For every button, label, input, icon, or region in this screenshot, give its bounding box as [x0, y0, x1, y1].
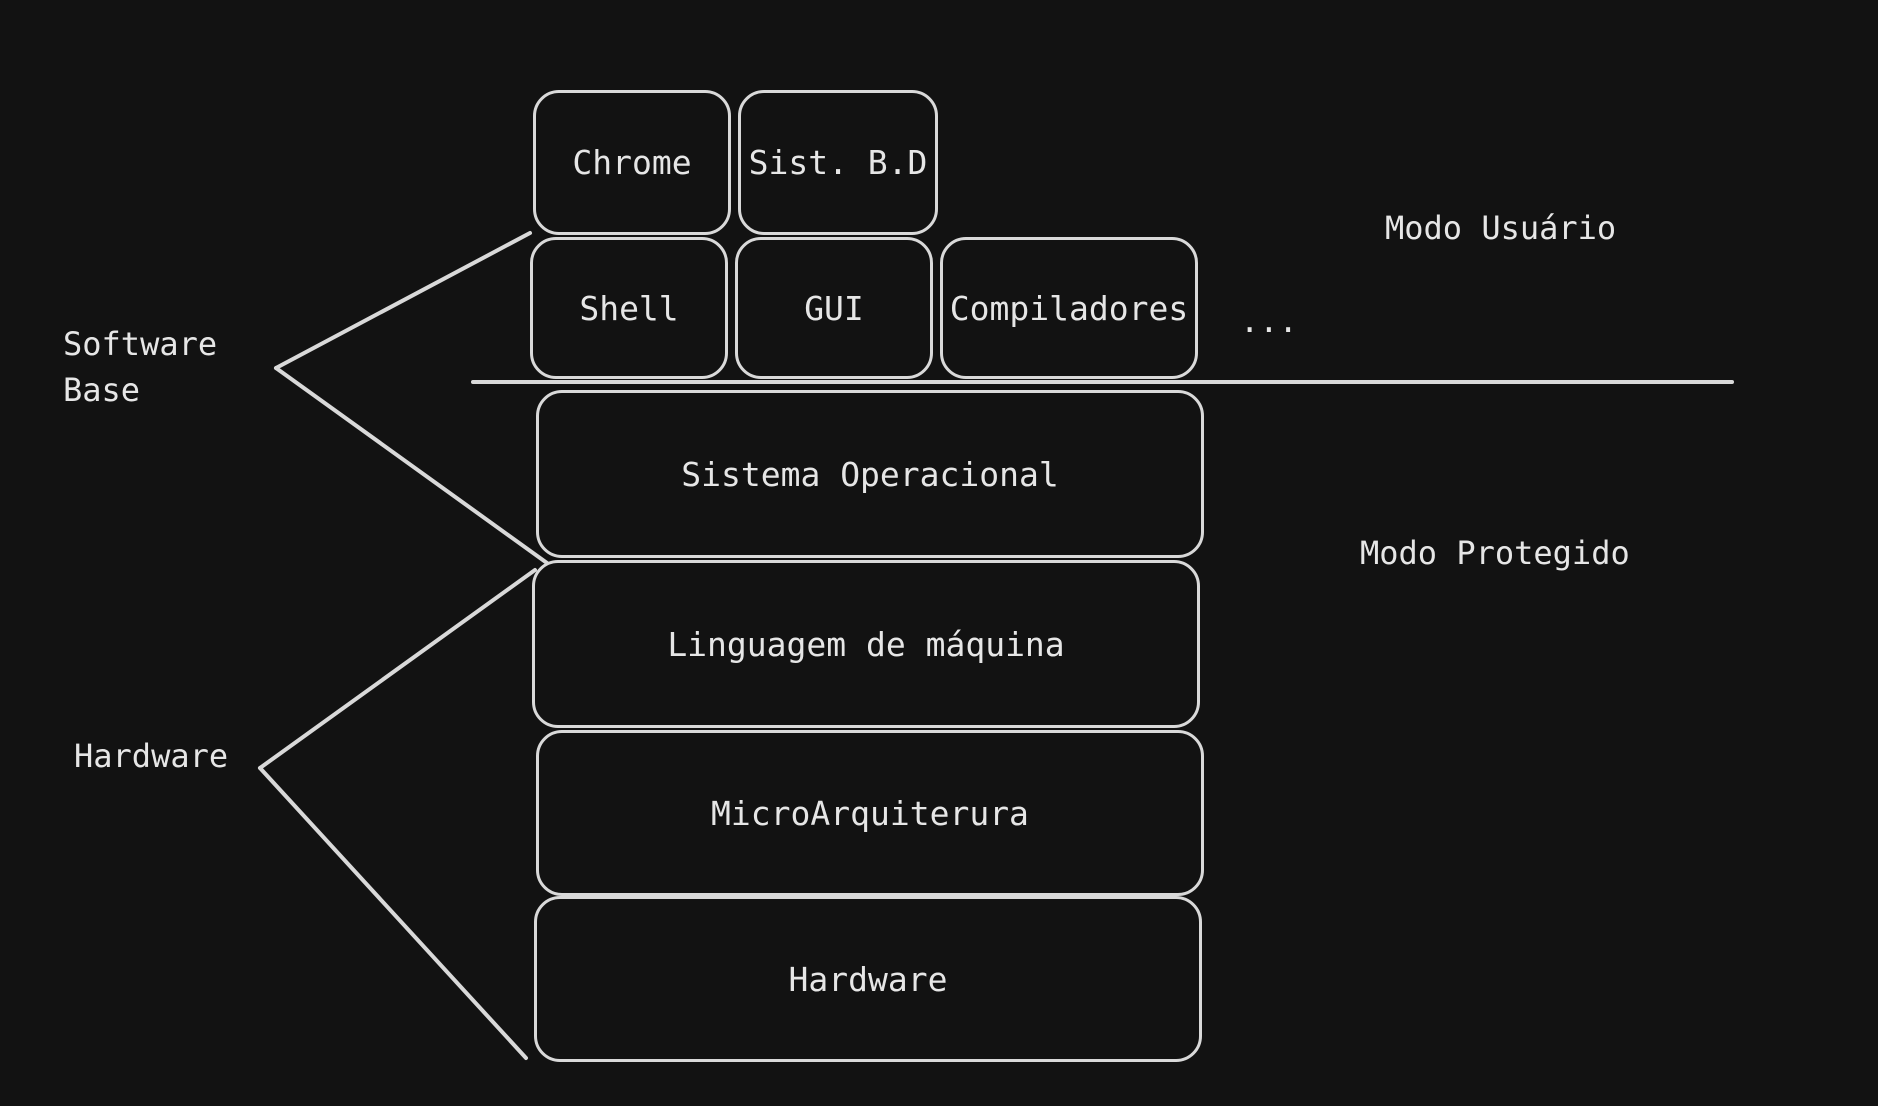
hardware-bracket-lower — [258, 766, 528, 1060]
user-mode-label: Modo Usuário — [1385, 209, 1617, 247]
microarchitecture-label: MicroArquiterura — [711, 793, 1029, 833]
shell-box: Shell — [530, 237, 728, 379]
operating-system-box: Sistema Operacional — [536, 390, 1204, 558]
chrome-box: Chrome — [533, 90, 731, 235]
hardware-box-label: Hardware — [788, 959, 948, 999]
microarchitecture-box: MicroArquiterura — [536, 730, 1204, 896]
operating-system-label: Sistema Operacional — [681, 454, 1059, 494]
machine-language-label: Linguagem de máquina — [667, 624, 1065, 664]
shell-label: Shell — [579, 288, 679, 328]
gui-box: GUI — [735, 237, 933, 379]
software-base-label-line1: Software — [63, 325, 218, 363]
database-system-label: Sist. B.D — [748, 143, 928, 182]
software-base-bracket-lower — [274, 366, 549, 565]
chrome-label: Chrome — [572, 143, 692, 182]
more-items-ellipsis: ... — [1240, 302, 1298, 340]
hardware-box: Hardware — [534, 896, 1202, 1062]
software-base-bracket-upper — [274, 231, 532, 370]
compilers-box: Compiladores — [940, 237, 1198, 379]
hardware-bracket-upper — [258, 568, 537, 770]
software-base-label-line2: Base — [63, 371, 141, 409]
compilers-label: Compiladores — [949, 288, 1189, 328]
protected-mode-label: Modo Protegido — [1360, 534, 1630, 572]
gui-label: GUI — [804, 288, 864, 328]
hardware-group-label: Hardware — [74, 737, 229, 775]
database-system-box: Sist. B.D — [738, 90, 938, 235]
machine-language-box: Linguagem de máquina — [532, 560, 1200, 728]
software-base-group-label: Software Base — [63, 321, 217, 413]
